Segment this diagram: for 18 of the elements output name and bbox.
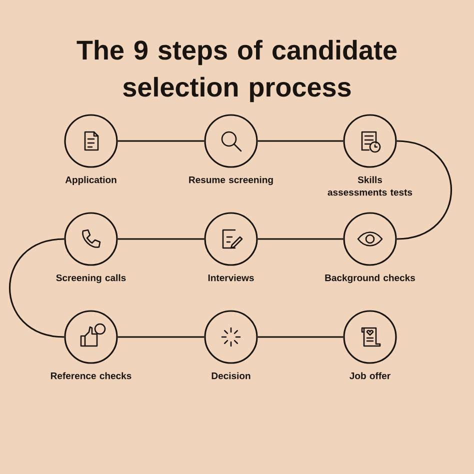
connector-line bbox=[258, 336, 344, 338]
step-label: Background checks bbox=[325, 274, 415, 284]
connector-line bbox=[9, 238, 64, 338]
connector-line bbox=[118, 238, 204, 240]
step-label: Screening calls bbox=[56, 274, 126, 284]
step-label: Reference checks bbox=[50, 372, 132, 380]
step-label: Skills assessments tests bbox=[328, 176, 412, 196]
connector-line bbox=[118, 336, 204, 338]
connector-line bbox=[396, 140, 452, 240]
step-label: Decision bbox=[212, 372, 250, 380]
connector-line bbox=[258, 140, 344, 142]
step-label: Resume screening bbox=[189, 176, 273, 186]
connector-line bbox=[118, 140, 204, 142]
connector-line bbox=[258, 238, 344, 240]
step-label: Interviews bbox=[208, 274, 254, 282]
step-label: Job offer bbox=[350, 372, 390, 380]
step-label: Application bbox=[65, 176, 116, 186]
title: The 9 steps of candidate selection process bbox=[76, 40, 397, 102]
